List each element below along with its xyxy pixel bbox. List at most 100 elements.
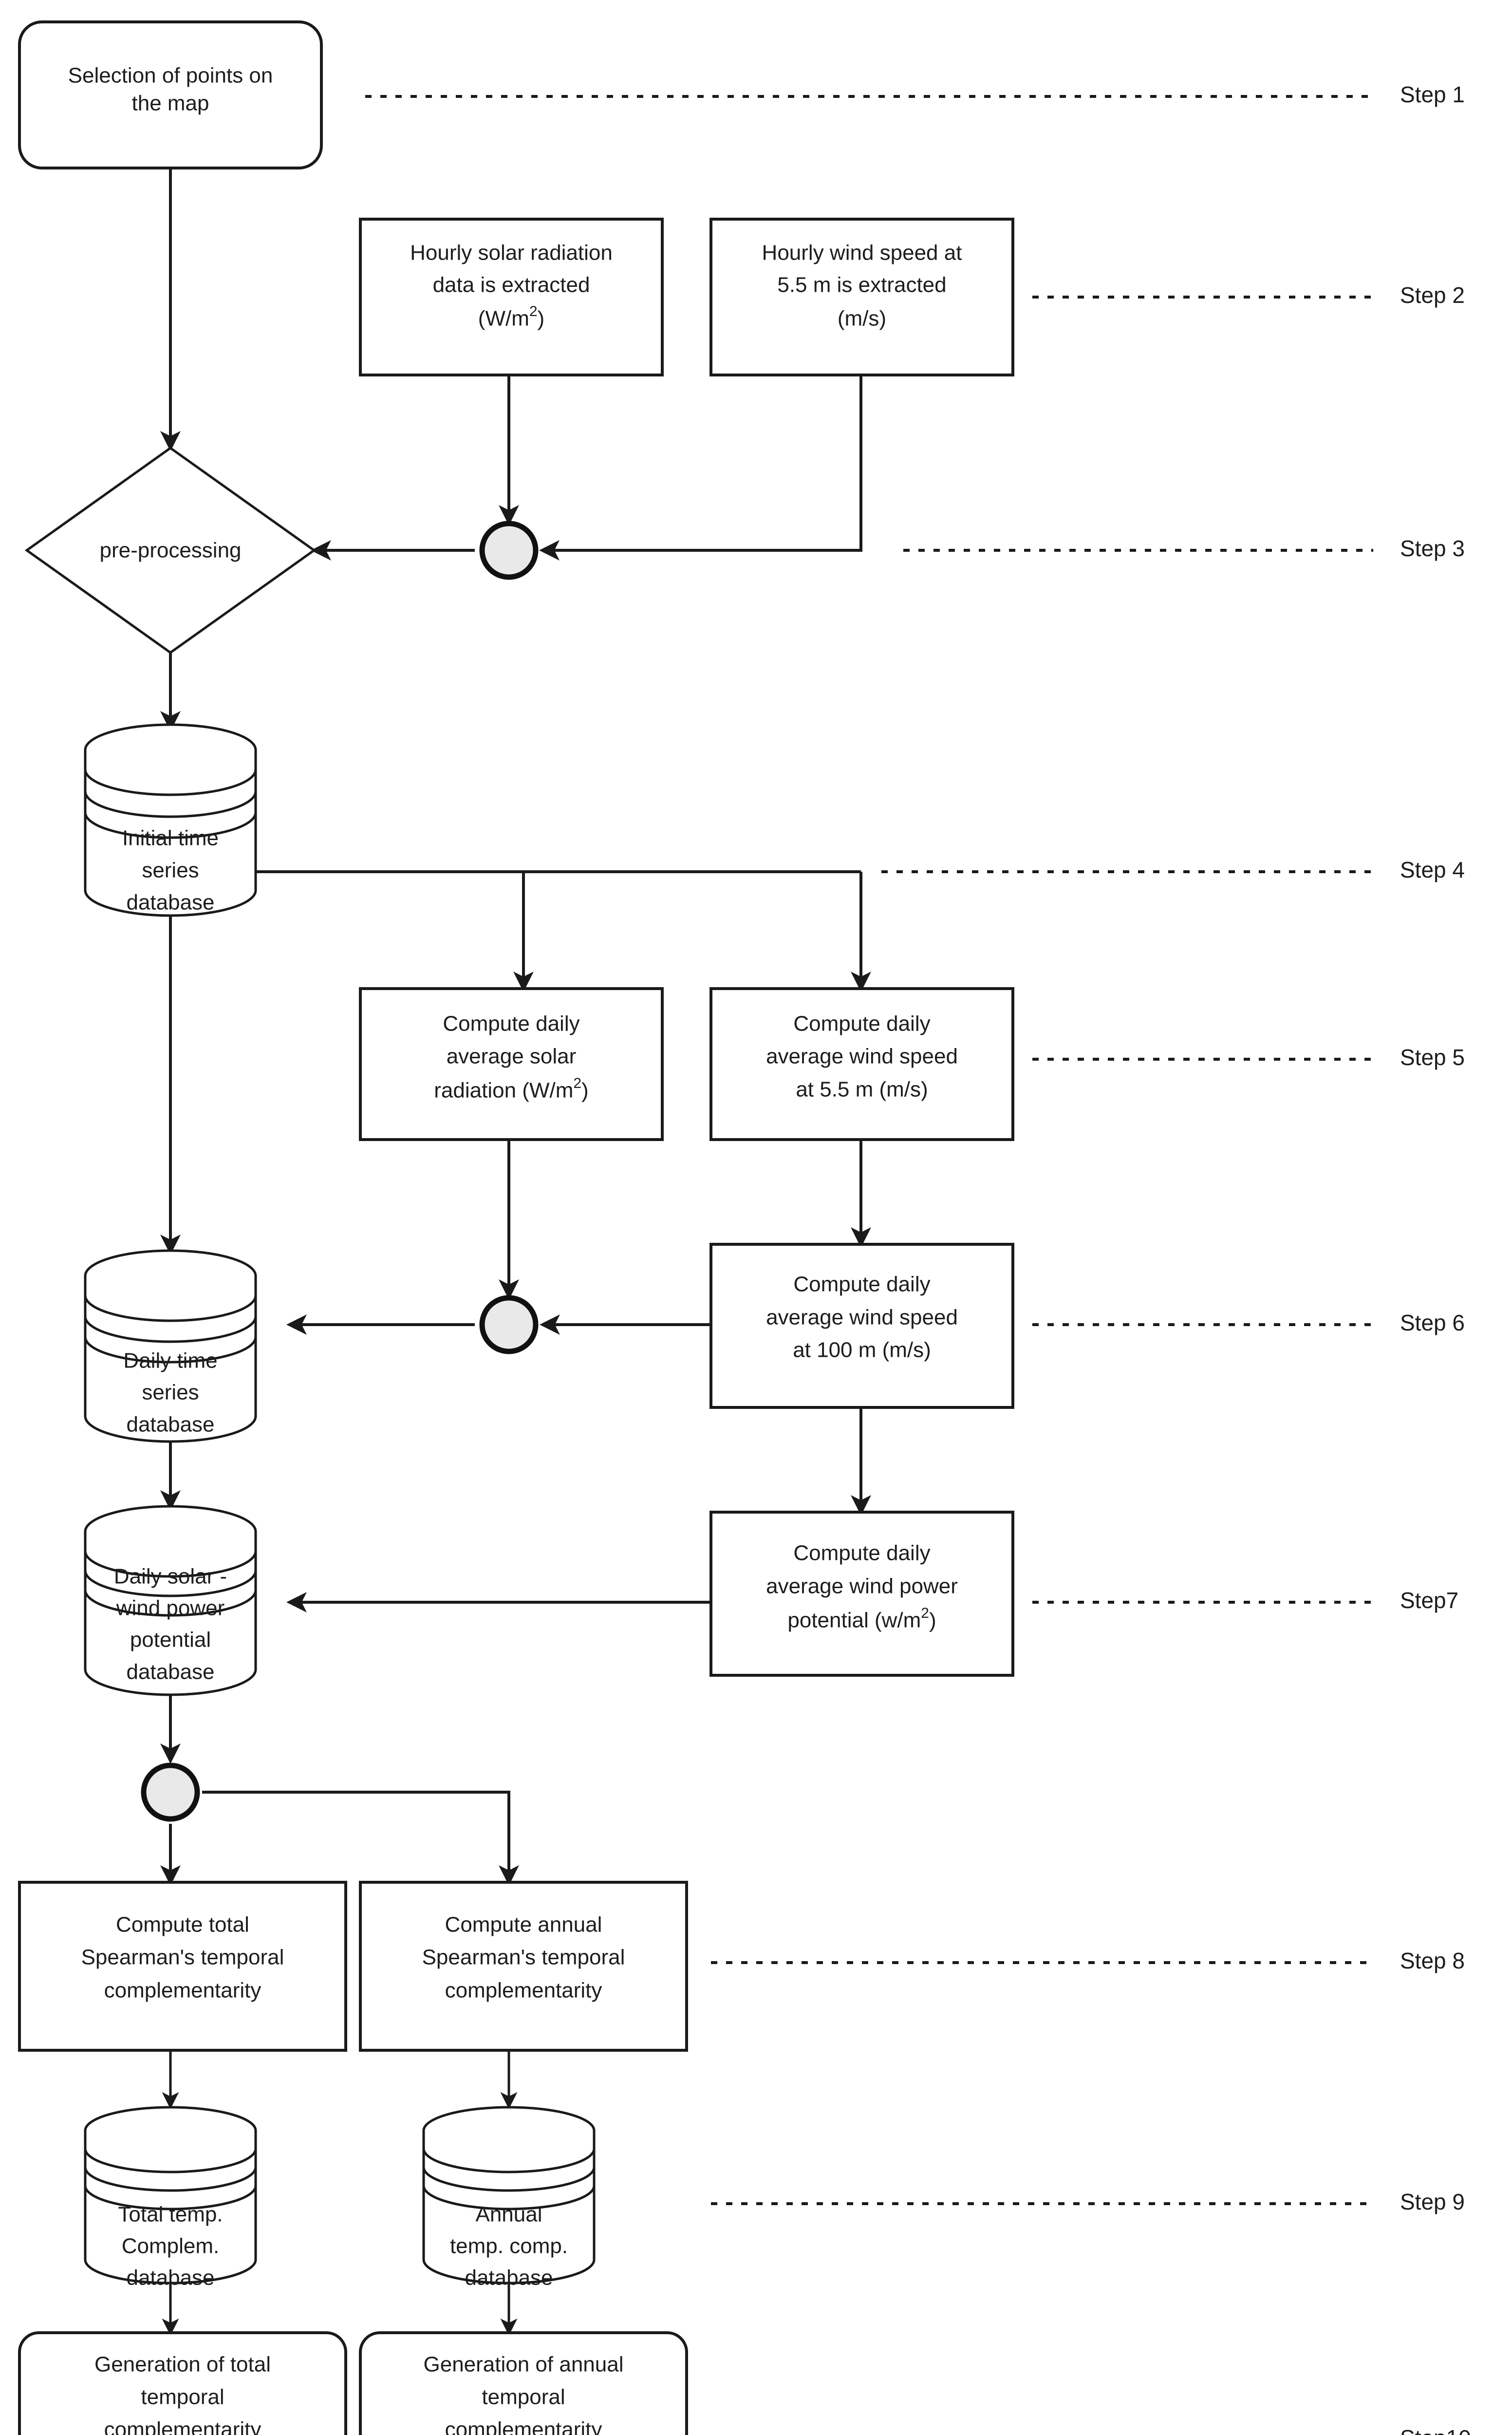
node-compute-daily-average-wind-speed-55m[interactable]: Compute daily average wind speed at 5.5 … [709, 987, 1014, 1141]
node-compute-windpower-line-2: average wind power [766, 1574, 958, 1598]
node-compute-windpower-line-1: Compute daily [793, 1541, 930, 1565]
node-gen-total-shape[interactable] [18, 2331, 347, 2435]
node-compute-wind100-line-3: at 100 m (m/s) [793, 1338, 931, 1362]
step-3-label: Step 3 [1400, 536, 1465, 561]
node-compute-wind55-line-3: at 5.5 m (m/s) [796, 1078, 928, 1102]
node-daily-solar-wind-power-potential-database[interactable]: Daily solar - wind power potential datab… [84, 1505, 257, 1696]
node-total-temp-complem-database[interactable]: Total temp. Complem. database [84, 2106, 257, 2290]
node-gen-annual-line-1: Generation of annual [424, 2353, 624, 2377]
node-daily-db-ring-3 [84, 1336, 257, 1364]
node-total-db-ring-3 [84, 2185, 257, 2210]
node-selection-line-1: Selection of points on [68, 64, 273, 88]
node-compute-wind55-shape[interactable] [709, 987, 1014, 1141]
node-total-db-line-1: Total temp. [118, 2203, 223, 2227]
node-initial-db-body[interactable] [84, 723, 257, 917]
step-10-label: Step10 [1400, 2425, 1471, 2435]
step-9-label: Step 9 [1400, 2189, 1465, 2214]
node-compute-daily-average-solar[interactable]: Compute daily average solar radiation (W… [359, 987, 664, 1141]
node-compute-total-line-1: Compute total [116, 1913, 249, 1937]
node-daily-db-ring-1 [84, 1295, 257, 1322]
step-5-label: Step 5 [1400, 1045, 1465, 1070]
node-hourly-wind-line-2: 5.5 m is extracted [777, 273, 946, 297]
node-compute-annual-line-3: complementarity [445, 1979, 602, 2003]
node-initial-db-line-2: series [142, 859, 199, 882]
node-annual-db-ring-3 [422, 2185, 596, 2210]
node-compute-daily-average-wind-power-potential[interactable]: Compute daily average wind power potenti… [709, 1511, 1014, 1677]
node-generation-annual-heatmap[interactable]: Generation of annual temporal complement… [359, 2331, 688, 2435]
node-solarwind-db-line-4: database [126, 1660, 214, 1684]
node-annual-db-body[interactable] [422, 2106, 596, 2285]
node-total-db-ring-1 [84, 2148, 257, 2173]
edge-junction8-to-computeannual [202, 1791, 519, 1886]
node-compute-annual-shape[interactable] [359, 1881, 688, 2052]
node-initial-db-ring-2 [84, 791, 257, 818]
node-hourly-solar-shape[interactable] [359, 218, 664, 376]
node-hourly-wind-line-3: (m/s) [838, 307, 886, 331]
node-compute-annual-line-2: Spearman's temporal [422, 1946, 625, 1969]
junction-node-step8[interactable] [141, 1762, 200, 1822]
node-initial-db-ring-3 [84, 812, 257, 839]
node-selection-line-2: the map [132, 92, 209, 115]
node-compute-total-shape[interactable] [18, 1881, 347, 2052]
node-compute-wind55-line-2: average wind speed [766, 1045, 958, 1068]
node-initial-time-series-database[interactable]: Initial time series database [84, 723, 257, 917]
node-annual-temp-comp-database[interactable]: Annual temp. comp. database [422, 2106, 596, 2290]
junction-node-step6[interactable] [479, 1295, 539, 1354]
step-7-label: Step7 [1400, 1588, 1458, 1613]
node-daily-db-ring-2 [84, 1316, 257, 1343]
node-compute-total-line-2: Spearman's temporal [81, 1946, 284, 1969]
node-preprocessing[interactable]: pre-processing [24, 446, 317, 655]
junction-node-step3[interactable] [479, 521, 539, 580]
node-compute-solar-shape[interactable] [359, 987, 664, 1141]
node-hourly-solar-radiation[interactable]: Hourly solar radiation data is extracted… [359, 218, 664, 376]
node-solarwind-db-body[interactable] [84, 1505, 257, 1696]
node-solarwind-db-line-3: potential [130, 1628, 211, 1652]
node-solarwind-db-ring-2 [84, 1570, 257, 1597]
node-compute-windpower-line-3: potential (w/m2) [787, 1605, 936, 1632]
node-hourly-solar-line-1: Hourly solar radiation [410, 241, 613, 265]
node-compute-annual-spearman[interactable]: Compute annual Spearman's temporal compl… [359, 1881, 688, 2052]
node-compute-wind100-line-2: average wind speed [766, 1306, 958, 1330]
node-solarwind-db-ring-3 [84, 1590, 257, 1617]
node-gen-annual-line-3: complementarity [445, 2418, 602, 2435]
node-total-db-ring-2 [84, 2167, 257, 2192]
step-2-label: Step 2 [1400, 282, 1465, 308]
node-selection-shape[interactable] [18, 20, 323, 169]
node-hourly-wind-shape[interactable] [709, 218, 1014, 376]
node-compute-windpower-shape[interactable] [709, 1511, 1014, 1677]
node-total-db-body[interactable] [84, 2106, 257, 2285]
node-annual-db-line-1: Annual [475, 2203, 542, 2227]
node-compute-daily-average-wind-speed-100m[interactable]: Compute daily average wind speed at 100 … [709, 1243, 1014, 1409]
node-hourly-wind-speed[interactable]: Hourly wind speed at 5.5 m is extracted … [709, 218, 1014, 376]
node-daily-time-series-database[interactable]: Daily time series database [84, 1249, 257, 1443]
node-gen-annual-line-2: temporal [482, 2385, 565, 2409]
node-initial-db-ring-1 [84, 769, 257, 796]
node-compute-solar-line-1: Compute daily [443, 1012, 579, 1036]
node-daily-db-body[interactable] [84, 1249, 257, 1443]
node-compute-solar-line-3: radiation (W/m2) [434, 1075, 588, 1103]
edge-hourlywind-to-junction3 [539, 375, 862, 561]
node-generation-total-heatmap[interactable]: Generation of total temporal complementa… [18, 2331, 347, 2435]
node-selection-of-points[interactable]: Selection of points on the map [18, 20, 323, 169]
node-total-db-line-2: Complem. [122, 2234, 220, 2258]
node-solarwind-db-line-2: wind power [116, 1596, 225, 1620]
node-compute-solar-line-2: average solar [447, 1045, 577, 1068]
node-daily-db-line-2: series [142, 1381, 199, 1405]
node-compute-total-spearman[interactable]: Compute total Spearman's temporal comple… [18, 1881, 347, 2052]
node-annual-db-ring-1 [422, 2148, 596, 2173]
node-gen-annual-shape[interactable] [359, 2331, 688, 2435]
node-gen-total-line-2: temporal [141, 2385, 224, 2409]
node-solarwind-db-ring-1 [84, 1551, 257, 1578]
node-preprocessing-shape[interactable] [24, 446, 317, 655]
node-annual-db-ring-2 [422, 2167, 596, 2192]
step-8-label: Step 8 [1400, 1948, 1465, 1973]
node-gen-total-line-3: complementarity [104, 2418, 261, 2435]
node-hourly-solar-line-2: data is extracted [433, 273, 590, 297]
step-1-label: Step 1 [1400, 82, 1465, 107]
node-gen-total-line-1: Generation of total [94, 2353, 271, 2377]
node-compute-wind100-shape[interactable] [709, 1243, 1014, 1409]
node-daily-db-line-1: Daily time [123, 1349, 217, 1373]
node-hourly-wind-line-1: Hourly wind speed at [762, 241, 962, 265]
node-initial-db-line-3: database [126, 891, 214, 915]
